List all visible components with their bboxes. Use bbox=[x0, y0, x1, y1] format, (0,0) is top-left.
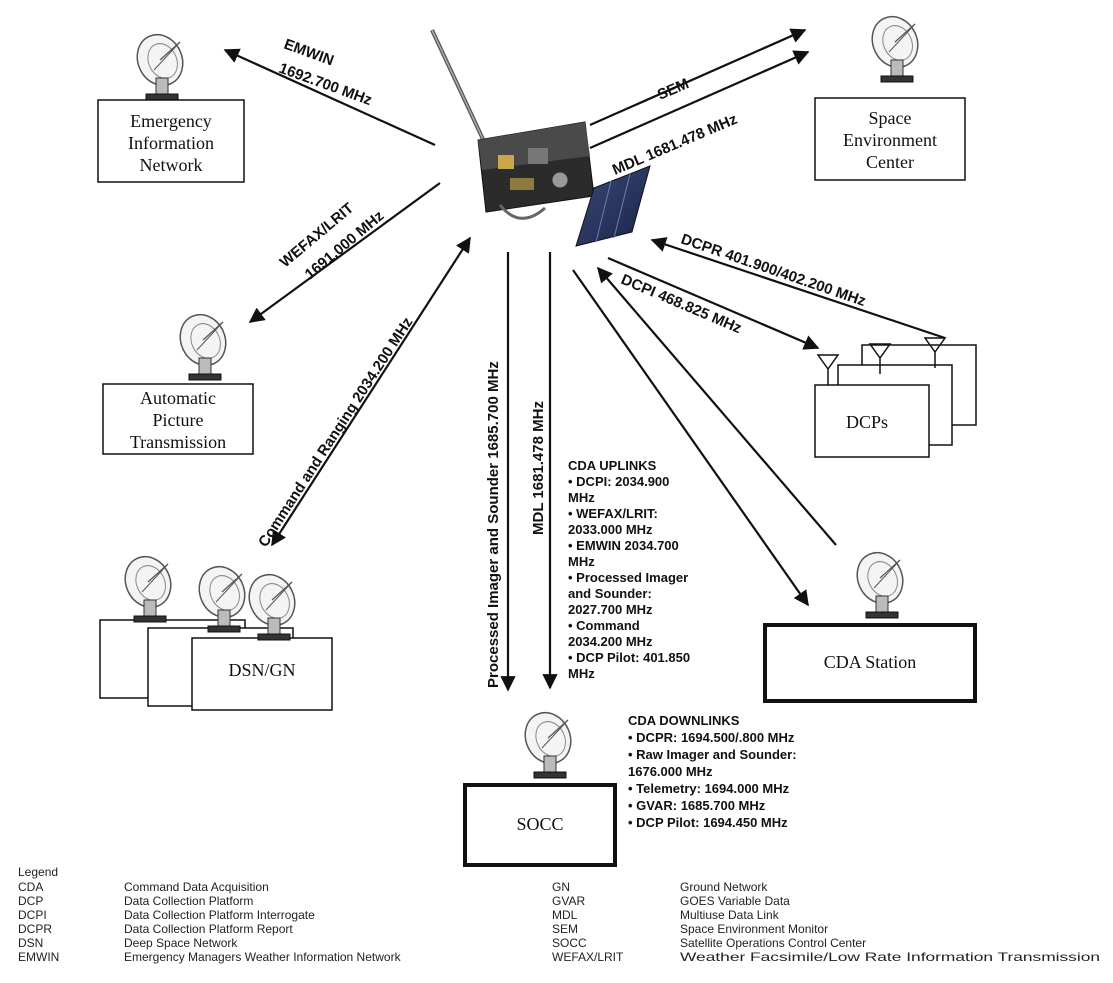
arrow-command bbox=[271, 236, 471, 547]
legend-def: Data Collection Platform Interrogate bbox=[124, 908, 315, 922]
dcpi-label: DCPI 468.825 MHz bbox=[618, 271, 744, 337]
arrow-cda-2 bbox=[596, 266, 837, 546]
downlinks-title: CDA DOWNLINKS bbox=[628, 713, 740, 728]
uplinks-line: • DCPI: 2034.900 bbox=[568, 474, 669, 489]
uplinks-line: • Command bbox=[568, 618, 640, 633]
emergency-line-2: Information bbox=[128, 133, 214, 153]
legend-abbr: GVAR bbox=[552, 894, 585, 908]
legend-def: Data Collection Platform Report bbox=[124, 922, 293, 936]
uplinks-line: • EMWIN 2034.700 bbox=[568, 538, 679, 553]
apt-line-1: Automatic bbox=[140, 388, 216, 408]
arrow-dcpi bbox=[607, 256, 820, 350]
legend-def: Deep Space Network bbox=[124, 936, 238, 950]
uplinks-line: 2034.200 MHz bbox=[568, 634, 653, 649]
link-arrows bbox=[223, 28, 946, 692]
legend-abbr: WEFAX/LRIT bbox=[552, 950, 624, 964]
command-label: Command and Ranging 2034.200 MHz bbox=[255, 314, 416, 550]
cda-downlinks-list: CDA DOWNLINKS • DCPR: 1694.500/.800 MHz … bbox=[628, 713, 797, 830]
legend-def: Data Collection Platform bbox=[124, 894, 253, 908]
node-dsn-gn: DSN/GN bbox=[99, 548, 333, 711]
node-cda-station: CDA Station bbox=[763, 544, 977, 703]
apt-line-3: Transmission bbox=[130, 432, 226, 452]
uplinks-line: and Sounder: bbox=[568, 586, 652, 601]
uplinks-title: CDA UPLINKS bbox=[568, 458, 657, 473]
legend-def: Space Environment Monitor bbox=[680, 922, 828, 936]
emergency-line-3: Network bbox=[140, 155, 203, 175]
node-space-environment-center: Space Environment Center bbox=[814, 8, 966, 181]
uplinks-line: • DCP Pilot: 401.850 bbox=[568, 650, 690, 665]
processed-label: Processed Imager and Sounder 1685.700 MH… bbox=[485, 361, 502, 688]
legend-abbr: EMWIN bbox=[18, 950, 59, 964]
dsn-gn-label: DSN/GN bbox=[228, 660, 295, 680]
node-socc: SOCC bbox=[463, 704, 617, 867]
legend-abbr: CDA bbox=[18, 880, 43, 894]
legend-def: Ground Network bbox=[680, 880, 768, 894]
cda-station-label: CDA Station bbox=[824, 652, 917, 672]
uplinks-line: • WEFAX/LRIT: bbox=[568, 506, 658, 521]
arrow-dcpr bbox=[650, 237, 946, 340]
legend-abbr: GN bbox=[552, 880, 570, 894]
node-dcps: DCPs bbox=[814, 337, 977, 458]
downlinks-line: 1676.000 MHz bbox=[628, 764, 713, 779]
legend-abbr: DSN bbox=[18, 936, 43, 950]
legend-def: Satellite Operations Control Center bbox=[680, 936, 866, 950]
legend-def: Command Data Acquisition bbox=[124, 880, 269, 894]
node-automatic-picture-transmission: Automatic Picture Transmission bbox=[102, 306, 254, 455]
node-emergency-information-network: Emergency Information Network bbox=[97, 26, 245, 183]
uplinks-line: MHz bbox=[568, 490, 595, 505]
space-env-line-2: Environment bbox=[843, 130, 937, 150]
downlinks-line: • DCPR: 1694.500/.800 MHz bbox=[628, 730, 795, 745]
uplinks-line: 2027.700 MHz bbox=[568, 602, 653, 617]
socc-label: SOCC bbox=[516, 814, 563, 834]
arrow-mdl-sec bbox=[589, 50, 810, 150]
downlinks-line: • DCP Pilot: 1694.450 MHz bbox=[628, 815, 788, 830]
mdl-sec-label: MDL 1681.478 MHz bbox=[610, 111, 740, 179]
apt-line-2: Picture bbox=[153, 410, 204, 430]
arrow-sem bbox=[589, 28, 807, 127]
space-env-line-3: Center bbox=[866, 152, 914, 172]
dcps-label: DCPs bbox=[846, 412, 888, 432]
legend-def: Emergency Managers Weather Information N… bbox=[124, 950, 402, 964]
downlinks-line: • GVAR: 1685.700 MHz bbox=[628, 798, 766, 813]
uplinks-line: MHz bbox=[568, 666, 595, 681]
space-env-line-1: Space bbox=[869, 108, 912, 128]
legend-abbr: SOCC bbox=[552, 936, 587, 950]
downlinks-line: • Raw Imager and Sounder: bbox=[628, 747, 797, 762]
dcpr-label: DCPR 401.900/402.200 MHz bbox=[679, 231, 868, 310]
emergency-line-1: Emergency bbox=[130, 111, 212, 131]
legend-abbr: DCPR bbox=[18, 922, 52, 936]
legend-abbr: DCPI bbox=[18, 908, 47, 922]
legend-def: Weather Facsimile/Low Rate Information T… bbox=[680, 950, 1100, 964]
arrow-cda-1 bbox=[572, 269, 809, 607]
uplinks-line: MHz bbox=[568, 554, 595, 569]
downlinks-line: • Telemetry: 1694.000 MHz bbox=[628, 781, 790, 796]
legend-abbr: DCP bbox=[18, 894, 43, 908]
legend-def: GOES Variable Data bbox=[680, 894, 790, 908]
cda-uplinks-list: CDA UPLINKS • DCPI: 2034.900 MHz • WEFAX… bbox=[568, 458, 690, 681]
legend: Legend CDA Command Data Acquisition DCP … bbox=[18, 865, 1100, 964]
legend-title: Legend bbox=[18, 865, 58, 879]
uplinks-line: • Processed Imager bbox=[568, 570, 688, 585]
sem-label: SEM bbox=[655, 75, 692, 103]
satellite-icon bbox=[430, 29, 651, 247]
legend-abbr: SEM bbox=[552, 922, 578, 936]
mdl-socc-label: MDL 1681.478 MHz bbox=[530, 401, 547, 535]
legend-def: Multiuse Data Link bbox=[680, 908, 780, 922]
uplinks-line: 2033.000 MHz bbox=[568, 522, 653, 537]
legend-abbr: MDL bbox=[552, 908, 578, 922]
arrow-emwin bbox=[223, 48, 436, 147]
